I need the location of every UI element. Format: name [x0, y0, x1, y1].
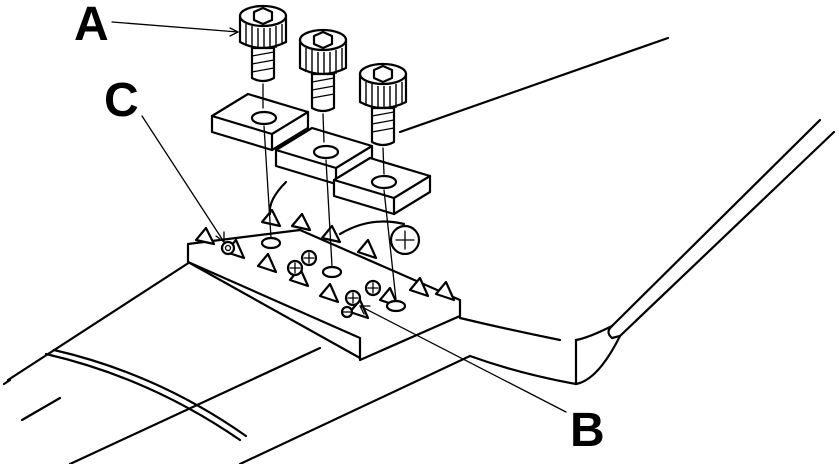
leader-lines — [111, 21, 567, 413]
callout-c: C — [104, 74, 139, 127]
clamp-pad-2 — [274, 126, 374, 186]
clamp-pads — [210, 92, 432, 216]
small-screw-c — [220, 240, 236, 256]
alignment-lines — [262, 83, 397, 301]
hex-screws — [238, 4, 408, 147]
small-screw-2 — [300, 249, 318, 267]
small-screw-5 — [340, 305, 354, 319]
hex-screw-3 — [358, 62, 408, 147]
callout-b: B — [570, 404, 605, 457]
guitar-body — [398, 36, 836, 386]
small-screw-3 — [344, 289, 362, 307]
small-screw-1 — [286, 259, 304, 277]
guitar-neck — [2, 260, 472, 464]
large-screw — [389, 224, 421, 256]
bridge-block — [186, 180, 462, 362]
hex-screw-2 — [298, 28, 348, 113]
clamp-pad-1 — [210, 92, 310, 152]
clamp-pad-3 — [332, 156, 432, 216]
callout-a: A — [74, 0, 109, 51]
hex-screw-1 — [238, 4, 288, 83]
small-screw-4 — [364, 279, 382, 297]
small-screws — [220, 224, 421, 319]
